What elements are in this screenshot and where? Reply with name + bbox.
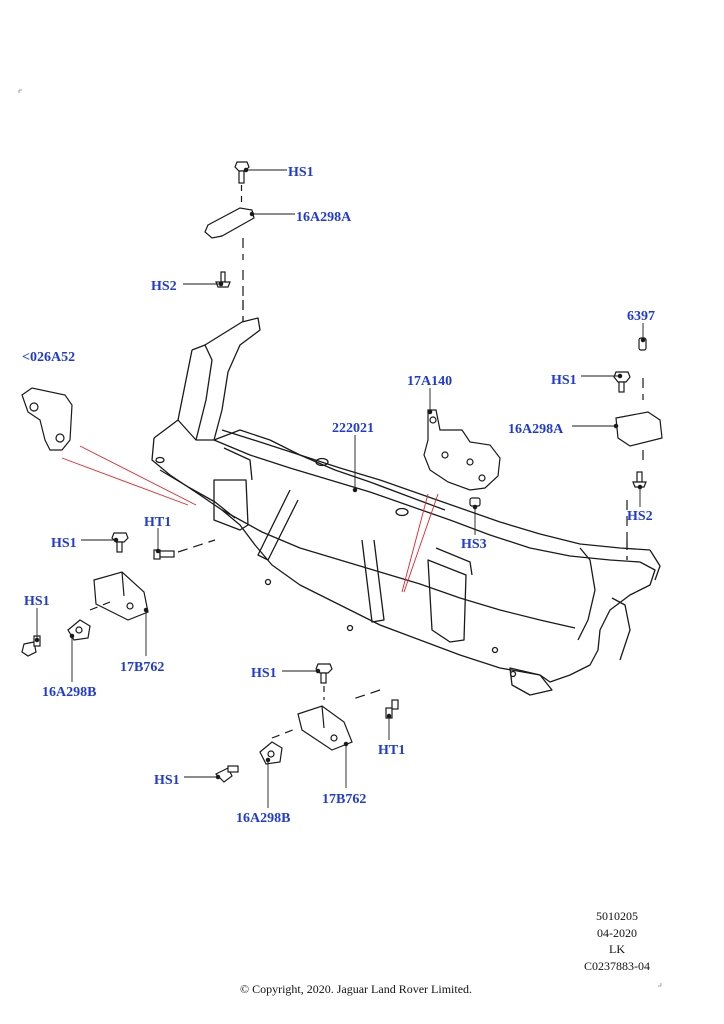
label-6397[interactable]: 6397 [627,309,655,324]
label-16a298b-left[interactable]: 16A298B [42,685,96,700]
label-16a298b-center[interactable]: 16A298B [236,811,290,826]
label-hs1-left-top[interactable]: HS1 [51,536,77,551]
corner-marks [18,89,662,987]
center-bracket-16a298b [259,741,283,765]
reference-number: 5010205 [596,909,638,923]
left-bolt-ht1 [153,539,216,560]
diagram-reference-block: 5010205 04-2020 LK C0237883-04 [572,908,662,974]
label-hs1-center-bottom[interactable]: HS1 [154,773,180,788]
left-mount-17b762 [89,571,149,621]
bracket-17a140 [423,409,501,507]
label-hs1-left-side[interactable]: HS1 [24,594,50,609]
center-bolt-ht1 [349,689,399,719]
label-16a298a-right[interactable]: 16A298A [508,422,564,437]
part-labels: HS1 16A298A HS2 <026A52 222021 17A140 63… [22,165,655,826]
radiator-support-frame [151,300,661,696]
label-222021[interactable]: 222021 [332,421,374,436]
label-hs1-right[interactable]: HS1 [551,373,577,388]
top-bracket-16a298a [204,207,255,260]
copyright-notice: © Copyright, 2020. Jaguar Land Rover Lim… [239,982,473,996]
reference-date: 04-2020 [597,925,637,940]
illustration-number: C0237883-04 [584,958,650,973]
label-ht1-left[interactable]: HT1 [144,515,171,530]
leader-lines [34,167,646,808]
center-mount-17b762 [271,705,353,751]
right-bolt-hs2 [626,471,647,540]
reference-code: LK [609,942,625,956]
label-hs1-top[interactable]: HS1 [288,165,314,180]
label-ht1-center[interactable]: HT1 [378,743,405,758]
center-bolt-hs1-bottom [214,765,239,783]
left-bolt-hs1-top [111,532,129,553]
label-17a140[interactable]: 17A140 [407,374,452,389]
label-16a298a-top[interactable]: 16A298A [296,210,352,225]
label-hs2-right[interactable]: HS2 [627,509,653,524]
label-hs1-center-top[interactable]: HS1 [251,666,277,681]
right-bracket-16a298a [615,411,663,466]
label-026a52[interactable]: <026A52 [22,350,75,365]
label-hs3[interactable]: HS3 [461,537,487,552]
label-hs2-top[interactable]: HS2 [151,279,177,294]
bracket-026a52 [21,387,73,451]
label-17b762-center[interactable]: 17B762 [322,792,366,807]
red-callout-lines [61,445,439,593]
label-17b762-left[interactable]: 17B762 [120,660,164,675]
